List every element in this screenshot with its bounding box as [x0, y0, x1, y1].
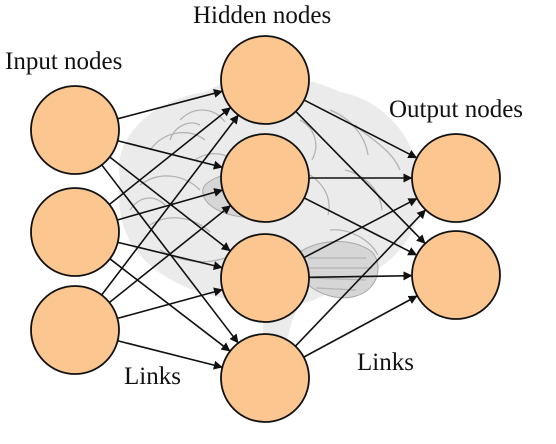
link-input3-hidden1: [100, 114, 240, 296]
links-label-right: Links: [357, 349, 414, 376]
nodes-group: [30, 35, 501, 423]
input-node-2: [30, 187, 120, 277]
link-input1-hidden1: [117, 89, 223, 120]
link-hidden4-output2: [303, 295, 418, 358]
links-label-left: Links: [124, 363, 181, 390]
link-input2-hidden1: [108, 106, 232, 206]
link-input3-hidden3: [117, 287, 223, 320]
link-hidden2-output2: [303, 197, 418, 256]
link-input3-hidden4: [117, 340, 223, 370]
output-node-1: [411, 133, 501, 223]
output-node-2: [411, 230, 501, 320]
hidden-nodes-label: Hidden nodes: [193, 2, 332, 29]
hidden-node-4: [220, 333, 310, 423]
hidden-node-2: [220, 133, 310, 223]
link-input2-hidden4: [109, 258, 231, 352]
links-group: [100, 89, 427, 370]
input-nodes-label: Input nodes: [5, 48, 123, 75]
link-input3-hidden2: [108, 204, 232, 304]
input-node-3: [30, 285, 120, 375]
link-hidden1-output1: [303, 99, 418, 159]
hidden-node-1: [220, 35, 310, 125]
link-input1-hidden2: [117, 140, 223, 170]
output-nodes-label: Output nodes: [389, 96, 524, 123]
link-hidden4-output1: [294, 209, 427, 347]
input-node-1: [30, 85, 120, 175]
link-hidden3-output2: [308, 271, 413, 281]
link-hidden3-output1: [303, 197, 418, 259]
hidden-node-3: [220, 233, 310, 323]
